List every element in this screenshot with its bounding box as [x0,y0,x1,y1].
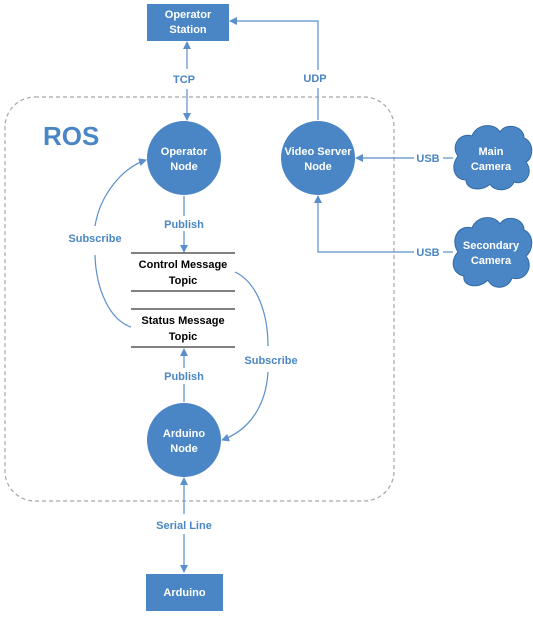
secondary-camera-cloud: Secondary Camera [452,217,533,288]
publish-status-label: Publish [164,371,204,383]
arduino-node-line-1: Arduino [163,428,205,440]
operator-station-line-2: Station [169,24,207,36]
serial-line-label: Serial Line [156,520,212,532]
status-topic-line-1: Status Message [141,315,224,327]
subscribe-control-label: Subscribe [244,355,297,367]
udp-link-upper [229,17,319,70]
arduino-box-label: Arduino [163,587,205,599]
usb-secondary-link-left [314,195,414,253]
arduino-node-line-2: Node [170,443,198,455]
main-camera-cloud: Main Camera [453,125,533,191]
operator-node-line-1: Operator [161,146,208,158]
publish-control-label: Publish [164,219,204,231]
subscribe-status-link-lower [94,254,132,328]
tcp-label: TCP [173,74,195,86]
operator-station-box: Operator Station [147,4,229,41]
control-topic-line-2: Topic [169,275,198,287]
video-server-node-line-1: Video Server [284,146,352,158]
video-server-node: Video Server Node [281,121,355,195]
control-topic-line-1: Control Message [139,259,228,271]
status-topic-line-2: Topic [169,331,198,343]
udp-label: UDP [303,73,326,85]
secondary-camera-line-2: Camera [471,255,512,267]
ros-label: ROS [43,121,99,151]
main-camera-line-2: Camera [471,161,512,173]
usb-main-label: USB [416,153,439,165]
secondary-camera-line-1: Secondary [463,240,520,252]
arduino-node: Arduino Node [147,403,221,477]
subscribe-status-link-upper [94,158,147,227]
operator-station-line-1: Operator [165,9,212,21]
subscribe-control-link-upper [234,271,269,347]
subscribe-control-link-lower [221,371,269,442]
operator-node: Operator Node [147,121,221,195]
video-server-node-line-2: Node [304,161,332,173]
ros-boundary [4,96,395,502]
main-camera-line-1: Main [478,146,503,158]
status-message-topic: Status Message Topic [131,308,235,348]
subscribe-status-label: Subscribe [68,233,121,245]
arduino-box: Arduino [146,574,223,611]
control-message-topic: Control Message Topic [131,252,235,292]
operator-node-line-2: Node [170,161,198,173]
usb-secondary-label: USB [416,247,439,259]
